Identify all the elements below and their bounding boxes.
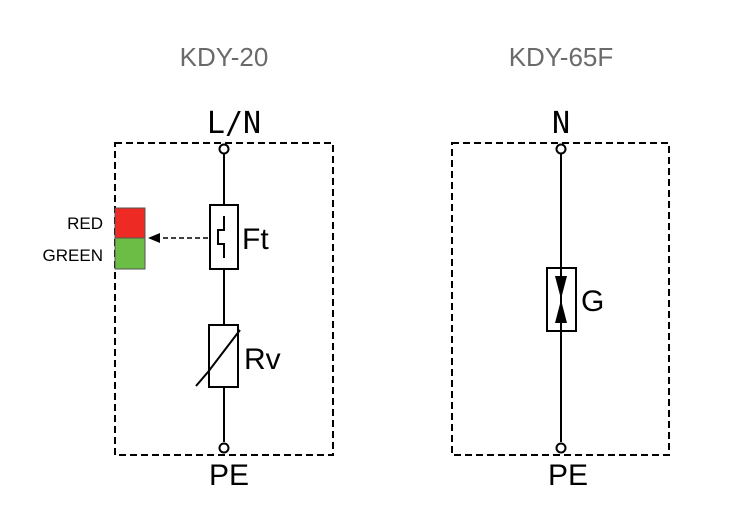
- enclosure-outline: [451, 142, 670, 456]
- module-kdy-20: KDY-20 L/N PE Ft Rv RED: [43, 42, 334, 492]
- bottom-terminal-label: PE: [548, 459, 588, 492]
- indicator-green-swatch: [114, 237, 146, 270]
- bottom-terminal-label: PE: [209, 459, 249, 492]
- top-terminal-node: [555, 143, 567, 155]
- indicator-link-arrow: [148, 233, 208, 243]
- enclosure-outline: [114, 142, 334, 456]
- status-indicator: RED GREEN: [43, 207, 146, 270]
- top-terminal-label: N: [552, 106, 570, 141]
- module-title: KDY-20: [180, 42, 269, 72]
- indicator-red-swatch: [114, 207, 146, 239]
- thermal-fuse-symbol: [209, 204, 239, 270]
- indicator-red-label: RED: [67, 214, 103, 233]
- module-kdy-65f: KDY-65F N PE G: [451, 42, 670, 492]
- varistor-symbol: [195, 324, 241, 388]
- module-title: KDY-65F: [509, 42, 614, 72]
- gas-discharge-tube-symbol: [546, 267, 577, 332]
- component-label-ft: Ft: [242, 223, 269, 256]
- bottom-terminal-node: [218, 442, 230, 454]
- indicator-green-label: GREEN: [43, 246, 103, 265]
- component-label-g: G: [581, 285, 604, 318]
- top-terminal-label: L/N: [207, 106, 261, 141]
- component-label-rv: Rv: [244, 343, 281, 376]
- top-terminal-node: [218, 143, 230, 155]
- bottom-terminal-node: [555, 442, 567, 454]
